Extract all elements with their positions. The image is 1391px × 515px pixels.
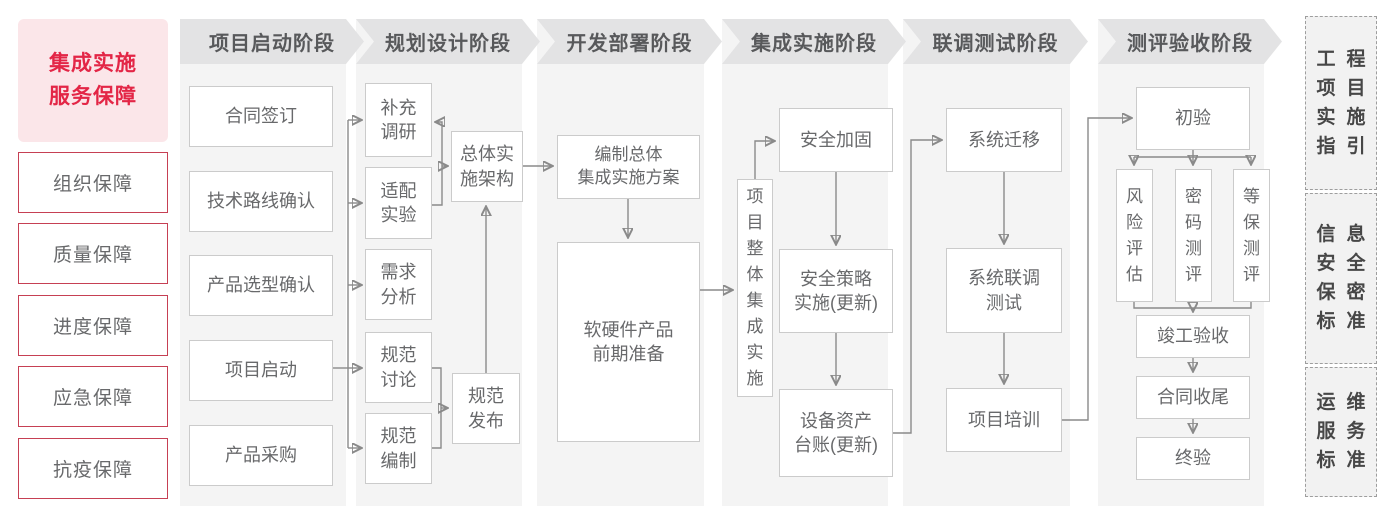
standard-ops-service: 运维 服务 标准: [1305, 367, 1377, 497]
standard-line: 安全: [1316, 253, 1377, 274]
step-spec-release: 规范 发布: [452, 373, 520, 444]
step-joint-testing: 系统联调 测试: [946, 248, 1062, 333]
guarantee-schedule: 进度保障: [18, 295, 168, 356]
step-product-procurement: 产品采购: [189, 425, 333, 486]
phase-header-kickoff: 项目启动阶段: [180, 19, 364, 64]
service-guarantee-badge: 集成实施 服务保障: [18, 19, 168, 142]
standard-information-security: 信息 安全 保密 标准: [1305, 193, 1377, 364]
step-adaptation-test: 适配 实验: [365, 167, 432, 239]
guarantee-quality: 质量保障: [18, 223, 168, 284]
standard-line: 服务: [1316, 421, 1377, 442]
phase-header-deployment: 开发部署阶段: [537, 19, 722, 64]
standard-line: 工程: [1316, 48, 1377, 70]
step-asset-ledger: 设备资产 台账(更新): [779, 389, 893, 477]
standard-line: 标准: [1316, 311, 1377, 332]
step-overall-architecture: 总体实 施架构: [451, 131, 523, 202]
step-completion-acceptance: 竣工验收: [1136, 315, 1250, 358]
standard-line: 指引: [1316, 135, 1377, 157]
standard-line: 运维: [1316, 392, 1377, 413]
standard-line: 实施: [1316, 106, 1377, 128]
step-spec-discussion: 规范 讨论: [365, 332, 432, 403]
step-mlps-testing: 等 保 测 评: [1233, 169, 1270, 302]
step-supplementary-research: 补充 调研: [365, 83, 432, 157]
step-project-training: 项目培训: [946, 388, 1062, 452]
step-overall-plan: 编制总体 集成实施方案: [557, 135, 700, 199]
step-system-migration: 系统迁移: [946, 108, 1062, 172]
standard-line: 项目: [1316, 77, 1377, 99]
step-product-selection-confirm: 产品选型确认: [189, 255, 333, 316]
step-risk-assessment: 风 险 评 估: [1116, 169, 1153, 302]
step-security-hardening: 安全加固: [779, 108, 893, 172]
step-preliminary-acceptance: 初验: [1136, 87, 1250, 150]
step-contract-closure: 合同收尾: [1136, 376, 1250, 419]
phase-header-planning: 规划设计阶段: [356, 19, 540, 64]
step-security-policy: 安全策略 实施(更新): [779, 249, 893, 333]
step-contract-signing: 合同签订: [189, 86, 333, 147]
guarantee-emergency: 应急保障: [18, 366, 168, 427]
step-overall-integration: 项 目 整 体 集 成 实 施: [737, 179, 773, 397]
step-spec-drafting: 规范 编制: [365, 413, 432, 484]
phase-header-integration: 集成实施阶段: [722, 19, 906, 64]
guarantee-epidemic: 抗疫保障: [18, 438, 168, 499]
phase-header-acceptance: 测评验收阶段: [1098, 19, 1282, 64]
standard-engineering-guideline: 工程 项目 实施 指引: [1305, 16, 1377, 190]
phase-header-joint-test: 联调测试阶段: [903, 19, 1088, 64]
step-requirement-analysis: 需求 分析: [365, 249, 432, 320]
standard-line: 保密: [1316, 282, 1377, 303]
standard-line: 信息: [1316, 224, 1377, 245]
standard-line: 标准: [1316, 450, 1377, 471]
guarantee-organization: 组织保障: [18, 152, 168, 213]
step-crypto-testing: 密 码 测 评: [1175, 169, 1212, 302]
step-final-acceptance: 终验: [1136, 437, 1250, 480]
step-hw-sw-preparation: 软硬件产品 前期准备: [557, 242, 700, 442]
step-tech-route-confirm: 技术路线确认: [189, 171, 333, 232]
step-project-kickoff: 项目启动: [189, 340, 333, 401]
